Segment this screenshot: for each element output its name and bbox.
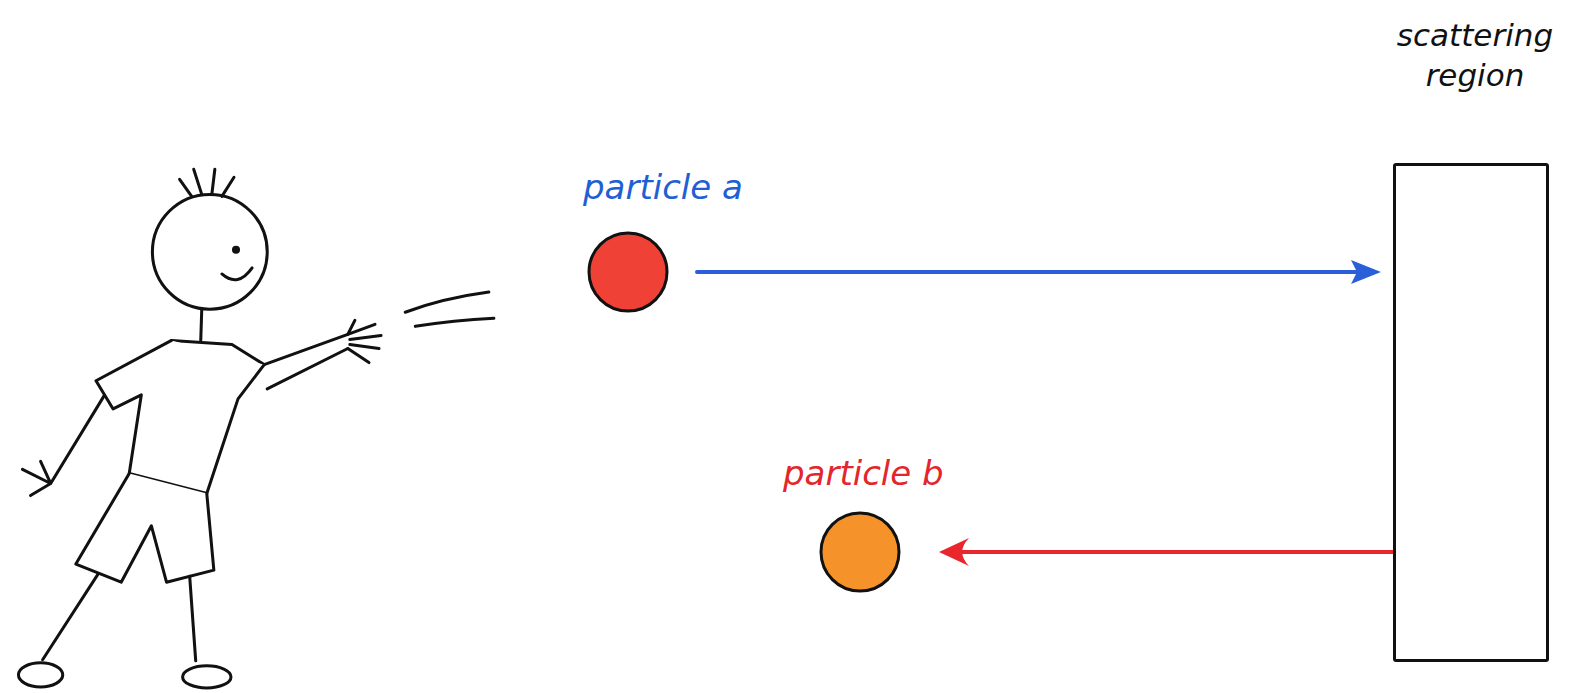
particle-b: particle b — [819, 511, 901, 593]
arrow-connector — [697, 260, 1381, 284]
arrow-shaft — [697, 270, 1361, 274]
hair — [180, 169, 234, 196]
node-label: scattering region — [1375, 15, 1575, 96]
foot — [18, 663, 62, 687]
arrowhead — [939, 538, 969, 566]
arrowhead — [1351, 260, 1381, 284]
particle-disc — [589, 233, 667, 311]
neck — [201, 309, 202, 340]
node-label: particle a — [583, 165, 743, 209]
particle-circle — [819, 511, 901, 593]
particle-a: particle a — [587, 231, 669, 313]
particle-circle — [587, 231, 669, 313]
eye — [232, 246, 240, 254]
motion-lines — [405, 292, 494, 326]
right-hand — [348, 320, 381, 362]
particle-disc — [821, 513, 899, 591]
smile — [222, 268, 252, 280]
node-label: particle b — [783, 451, 944, 495]
head — [152, 194, 267, 309]
arrow-connector — [939, 538, 1393, 566]
scattering-region: scattering region — [1393, 163, 1549, 662]
foot — [183, 666, 231, 688]
shorts — [76, 473, 214, 582]
legs — [43, 574, 196, 661]
shirt — [96, 340, 264, 493]
left-arm — [22, 396, 104, 496]
arrow-shaft — [959, 550, 1393, 554]
